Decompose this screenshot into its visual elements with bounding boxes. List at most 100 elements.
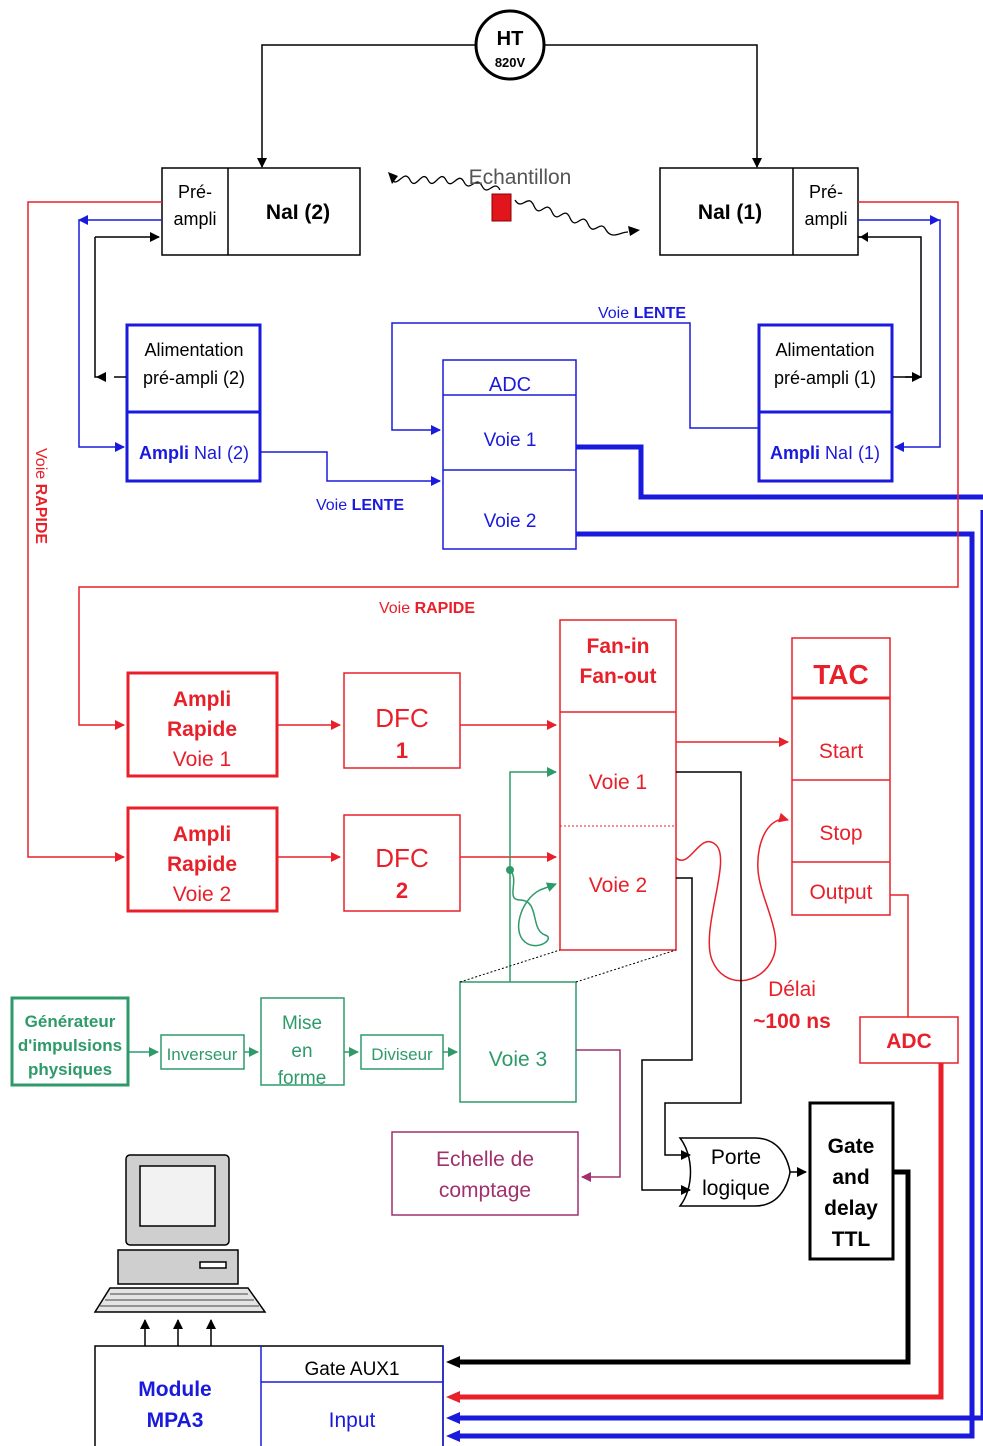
svg-text:d'impulsions: d'impulsions xyxy=(18,1036,122,1055)
preamp-1-line1: Pré- xyxy=(809,182,843,202)
slow-amp-nai-2: Ampli NaI (2) xyxy=(125,410,262,483)
svg-text:Ampli: Ampli xyxy=(173,823,231,846)
svg-text:Start: Start xyxy=(819,740,864,763)
scaler: Echelle de comptage xyxy=(391,1131,579,1216)
junction-dot xyxy=(506,866,514,874)
tac-links xyxy=(675,737,909,1017)
svg-text:Output: Output xyxy=(809,881,872,904)
svg-text:Diviseur: Diviseur xyxy=(371,1045,433,1064)
preamp-supply-1: Alimentation pré-ampli (1) xyxy=(757,323,894,414)
hv-voltage: 820V xyxy=(495,55,526,70)
gate-and-delay: Gate and delay TTL xyxy=(808,1101,895,1261)
nai-1-label: NaI (1) xyxy=(698,201,762,224)
inverter: Inverseur xyxy=(160,1034,245,1070)
svg-text:logique: logique xyxy=(702,1177,770,1200)
svg-text:Rapide: Rapide xyxy=(167,853,237,876)
fan-channel-3: Voie 3 xyxy=(459,981,577,1103)
svg-text:delay: delay xyxy=(824,1197,878,1220)
supply-links xyxy=(94,232,922,382)
nai-2-label: NaI (2) xyxy=(266,201,330,224)
sample-label: Echantillon xyxy=(469,166,572,189)
svg-text:2: 2 xyxy=(396,878,408,903)
computer-icon xyxy=(93,1154,267,1313)
slow-amp-nai-1: Ampli NaI (1) xyxy=(757,410,894,483)
supply-2-line2: pré-ampli (2) xyxy=(143,368,245,388)
adc-top-ch1: Voie 1 xyxy=(484,430,537,451)
svg-text:Input: Input xyxy=(329,1409,376,1432)
adc-top-ch2: Voie 2 xyxy=(484,511,537,532)
divider: Diviseur xyxy=(360,1034,444,1070)
tac: TAC Start Stop Output xyxy=(791,637,891,916)
supply-2-line1: Alimentation xyxy=(144,340,243,360)
slow-path-label-1: Voie LENTE xyxy=(598,305,686,322)
svg-text:Délai: Délai xyxy=(768,978,816,1001)
svg-text:1: 1 xyxy=(396,738,408,763)
svg-text:Voie 3: Voie 3 xyxy=(489,1048,547,1071)
mpa3-module: Module MPA3 Gate AUX1 Input xyxy=(94,1345,444,1446)
fast-path-links xyxy=(27,201,959,862)
svg-text:and: and xyxy=(832,1166,869,1189)
svg-text:Module: Module xyxy=(138,1378,212,1401)
svg-text:MPA3: MPA3 xyxy=(147,1409,204,1432)
svg-text:Gate AUX1: Gate AUX1 xyxy=(304,1359,399,1380)
amp-1-rest: NaI (1) xyxy=(820,443,880,463)
adc-top-title: ADC xyxy=(489,374,531,396)
hv-title: HT xyxy=(497,28,524,50)
supply-1-line1: Alimentation xyxy=(775,340,874,360)
dfc-2: DFC 2 xyxy=(343,814,461,912)
gate-output xyxy=(446,1169,911,1368)
hv-cables xyxy=(257,44,762,168)
svg-text:Porte: Porte xyxy=(711,1146,761,1169)
sample: Echantillon xyxy=(388,166,640,236)
svg-text:TAC: TAC xyxy=(813,659,868,690)
svg-text:Fan-in: Fan-in xyxy=(587,635,650,658)
preamp-1-line2: ampli xyxy=(804,209,847,229)
adc-bottom-output xyxy=(446,1063,944,1403)
svg-text:en: en xyxy=(291,1041,312,1062)
amp-1-bold: Ampli xyxy=(770,443,820,463)
svg-text:ADC: ADC xyxy=(886,1030,932,1053)
shaper: Mise en forme xyxy=(260,997,345,1089)
expansion-lines xyxy=(459,949,677,983)
fast-path-label-vertical: Voie RAPIDE xyxy=(32,448,49,544)
pulser-links xyxy=(128,767,557,1057)
preamp-2-line2: ampli xyxy=(173,209,216,229)
svg-text:Voie 1: Voie 1 xyxy=(173,748,231,771)
svg-text:Fan-out: Fan-out xyxy=(580,665,657,688)
svg-text:Mise: Mise xyxy=(282,1013,322,1034)
fast-path-label: Voie RAPIDE xyxy=(379,600,475,617)
svg-text:Rapide: Rapide xyxy=(167,718,237,741)
svg-text:physiques: physiques xyxy=(28,1060,112,1079)
svg-text:Voie 1: Voie 1 xyxy=(589,771,647,794)
scaler-link xyxy=(576,1049,621,1182)
svg-text:Générateur: Générateur xyxy=(25,1012,116,1031)
svg-text:DFC: DFC xyxy=(375,843,428,873)
adc-top-outputs xyxy=(446,444,983,1442)
svg-text:Ampli NaI (1): Ampli NaI (1) xyxy=(770,443,880,463)
fast-links xyxy=(277,720,557,862)
fan-in-fan-out: Fan-in Fan-out Voie 1 Voie 2 xyxy=(559,619,677,951)
preamp-2-line1: Pré- xyxy=(178,182,212,202)
adc-top: ADC Voie 1 Voie 2 xyxy=(442,359,577,550)
amp-2-rest: NaI (2) xyxy=(189,443,249,463)
supply-1-line2: pré-ampli (1) xyxy=(774,368,876,388)
svg-text:Stop: Stop xyxy=(819,822,862,845)
amp-2-bold: Ampli xyxy=(139,443,189,463)
fast-amp-1: Ampli Rapide Voie 1 xyxy=(126,671,279,778)
detector-nai-2: Pré- ampli NaI (2) xyxy=(161,167,361,256)
slow-path-label-2: Voie LENTE xyxy=(316,497,404,514)
svg-text:Ampli NaI (2): Ampli NaI (2) xyxy=(139,443,249,463)
preamp-supply-2: Alimentation pré-ampli (2) xyxy=(125,323,262,414)
logic-gate: Porte logique xyxy=(678,1137,791,1207)
svg-text:Voie 2: Voie 2 xyxy=(589,874,647,897)
computer-links xyxy=(140,1319,216,1346)
detector-nai-1: NaI (1) Pré- ampli xyxy=(659,167,859,256)
adc-bottom: ADC xyxy=(859,1016,959,1064)
svg-text:Inverseur: Inverseur xyxy=(167,1045,238,1064)
svg-text:comptage: comptage xyxy=(439,1179,531,1202)
svg-text:~100 ns: ~100 ns xyxy=(753,1010,831,1033)
fast-amp-2: Ampli Rapide Voie 2 xyxy=(126,806,279,913)
hv-supply: HT 820V xyxy=(474,9,546,81)
logic-links xyxy=(641,771,807,1195)
